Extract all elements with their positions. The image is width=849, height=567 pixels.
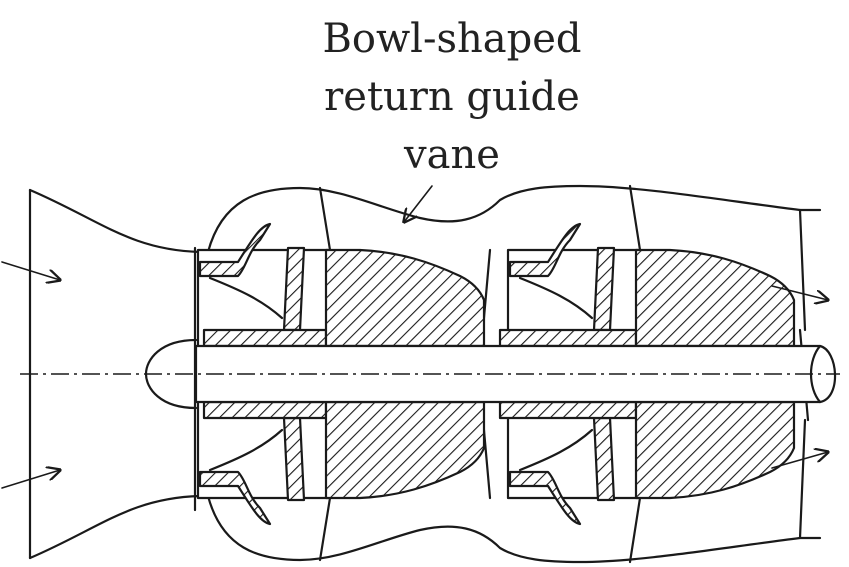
annotation-line-1: Bowl-shaped: [322, 16, 581, 62]
inlet-flow-arrow-top: [1, 261, 60, 280]
guide-vane-1-bottom: [324, 400, 486, 500]
guide-vane-1-top: [324, 248, 486, 348]
inlet-bottom-contour: [28, 494, 210, 560]
impeller-2-hub-bottom: [498, 400, 638, 420]
casing-bottom-contour: [206, 494, 822, 564]
annotation-line-3: vane: [403, 132, 500, 178]
impeller-2-front-shroud-top: [508, 222, 582, 278]
impeller-2-vane-bottom: [592, 416, 616, 502]
annotation-line-2: return guide: [324, 74, 580, 120]
impeller-1-front-shroud-top: [198, 222, 272, 278]
impeller-1-front-shroud-bottom: [198, 470, 272, 526]
impeller-1-vane-bottom: [282, 416, 306, 502]
inlet-flow-arrow-bottom: [1, 470, 60, 489]
casing-top-contour: [206, 184, 822, 254]
return-guide-vane-2: [634, 248, 796, 500]
impeller-2-vane-top: [592, 246, 616, 332]
outlet-flow-arrow-top: [771, 285, 828, 300]
inlet-top-contour: [28, 188, 210, 254]
flow-arrows: [1, 261, 828, 489]
impeller-1-hub-bottom: [202, 400, 328, 420]
return-guide-vane-1: [324, 248, 486, 500]
impeller-1-vane-top: [282, 246, 306, 332]
impeller-1-hub-top: [202, 328, 328, 348]
impeller-2-hub-top: [498, 328, 638, 348]
outlet-flow-arrow-bottom: [771, 452, 828, 469]
guide-vane-2-bottom: [634, 400, 796, 500]
impeller-2-front-shroud-bottom: [508, 470, 582, 526]
annotation-label: Bowl-shaped return guide vane: [322, 16, 581, 178]
guide-vane-2-top: [634, 248, 796, 348]
